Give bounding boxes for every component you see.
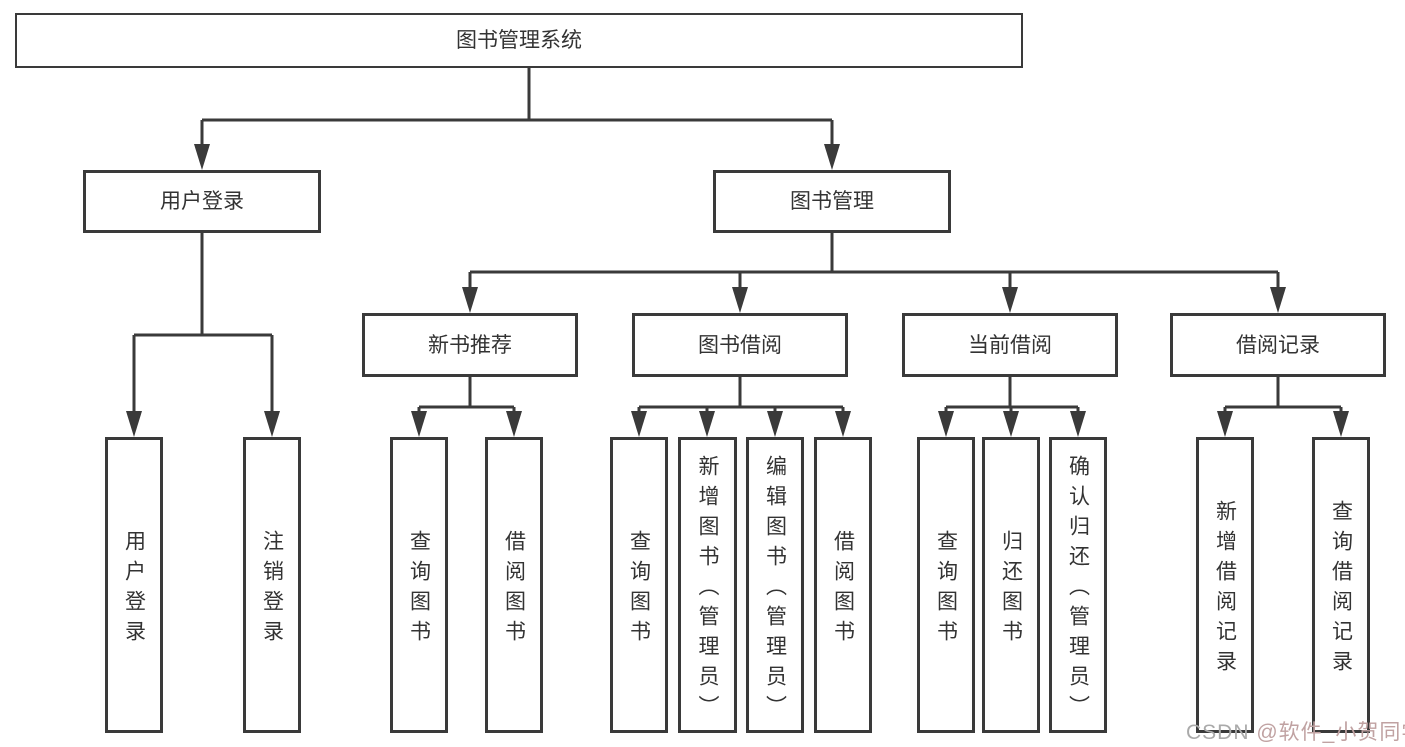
arrowhead-down (938, 411, 954, 437)
leaf-label: 借阅图书 (502, 529, 526, 650)
arrowhead-down (411, 411, 427, 437)
node-user-login: 用户登录 (83, 170, 321, 233)
node-book-management: 图书管理 (713, 170, 951, 233)
leaf-add-book-admin: 新增图书（管理员） (678, 437, 737, 733)
leaf-borrow-books-borrowing: 借阅图书 (814, 437, 872, 733)
leaf-label: 归还图书 (999, 529, 1023, 650)
node-book-borrowing: 图书借阅 (632, 313, 848, 377)
arrowhead-down (1217, 411, 1233, 437)
node-label: 用户登录 (160, 190, 244, 213)
leaf-label: 编辑图书（管理员） (763, 454, 787, 725)
node-borrow-records: 借阅记录 (1170, 313, 1386, 377)
leaf-label: 用户登录 (122, 529, 146, 650)
leaf-user-login: 用户登录 (105, 437, 163, 733)
leaf-label: 确认归还（管理员） (1066, 454, 1090, 725)
arrowhead-down (631, 411, 647, 437)
node-label: 图书借阅 (698, 333, 782, 357)
node-label: 图书管理系统 (456, 29, 582, 52)
leaf-edit-book-admin: 编辑图书（管理员） (746, 437, 804, 733)
arrowhead-down (732, 287, 748, 313)
node-new-book-recommend: 新书推荐 (362, 313, 578, 377)
node-library-management-system: 图书管理系统 (15, 13, 1023, 68)
node-current-borrowing: 当前借阅 (902, 313, 1118, 377)
node-label: 当前借阅 (968, 333, 1052, 357)
leaf-return-books: 归还图书 (982, 437, 1040, 733)
arrowhead-down (1333, 411, 1349, 437)
arrowhead-down (462, 287, 478, 313)
node-label: 新书推荐 (428, 333, 512, 357)
node-label: 借阅记录 (1236, 333, 1320, 357)
arrowhead-down (699, 411, 715, 437)
leaf-query-borrow-record: 查询借阅记录 (1312, 437, 1370, 733)
arrowhead-down (506, 411, 522, 437)
arrowhead-down (264, 411, 280, 437)
arrowhead-down (835, 411, 851, 437)
arrowhead-down (1002, 287, 1018, 313)
leaf-label: 借阅图书 (831, 529, 855, 650)
leaf-label: 新增借阅记录 (1213, 499, 1237, 680)
leaf-logout-login: 注销登录 (243, 437, 301, 733)
leaf-add-borrow-record: 新增借阅记录 (1196, 437, 1254, 733)
leaf-query-books-current: 查询图书 (917, 437, 975, 733)
arrowhead-down (194, 144, 210, 170)
leaf-label: 查询图书 (407, 529, 431, 650)
leaf-query-books-recommend: 查询图书 (390, 437, 448, 733)
leaf-label: 查询借阅记录 (1329, 499, 1353, 680)
arrowhead-down (1270, 287, 1286, 313)
leaf-label: 查询图书 (934, 529, 958, 650)
leaf-label: 查询图书 (627, 529, 651, 650)
node-label: 图书管理 (790, 190, 874, 213)
arrowhead-down (767, 411, 783, 437)
arrowhead-down (1003, 411, 1019, 437)
leaf-query-books-borrowing: 查询图书 (610, 437, 668, 733)
leaf-label: 注销登录 (260, 529, 284, 650)
arrowhead-down (126, 411, 142, 437)
leaf-confirm-return-admin: 确认归还（管理员） (1049, 437, 1107, 733)
arrowhead-down (824, 144, 840, 170)
leaf-borrow-books-recommend: 借阅图书 (485, 437, 543, 733)
leaf-label: 新增图书（管理员） (696, 454, 719, 725)
arrowhead-down (1070, 411, 1086, 437)
